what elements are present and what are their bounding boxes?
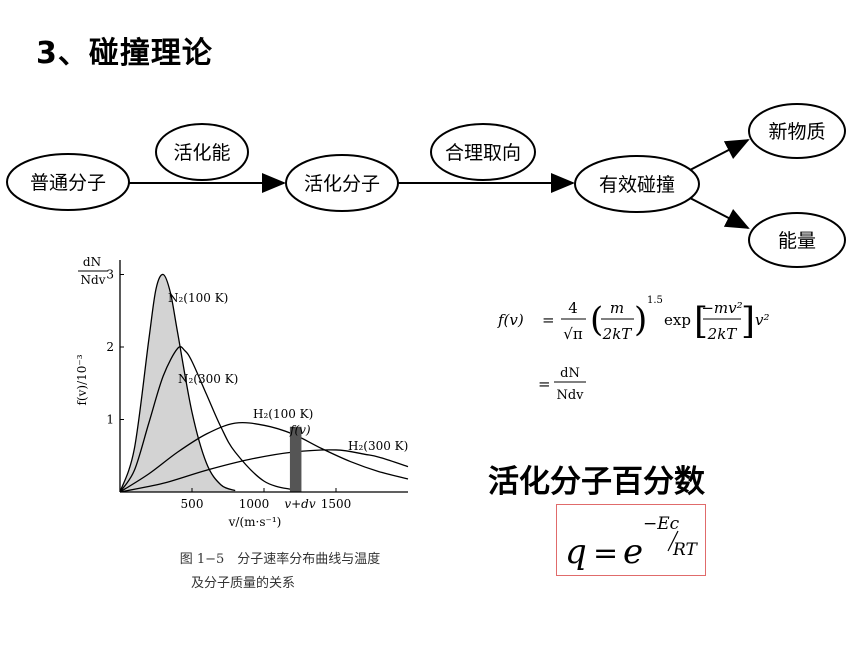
y-axis-label: f(v)/10⁻³ [75, 354, 89, 405]
node-effective-collision [574, 155, 700, 213]
formula-tail: v² [755, 311, 770, 329]
formula-e: e [623, 532, 643, 572]
formula-eq2-den: Ndv [556, 388, 584, 403]
node-new-substance-label: 新物质 [768, 121, 825, 143]
node-activation-energy [155, 123, 249, 181]
formula-bracket-num: −mv² [701, 299, 742, 317]
x-axis-label: v/(m·s⁻¹) [228, 515, 282, 529]
formula-equals: = [542, 311, 555, 329]
v-plus-dv-label: v+dv [284, 497, 316, 511]
section-title: 3、碰撞理论 [36, 36, 213, 71]
y-tick-label-0: 1 [106, 413, 114, 427]
formula-paren-den: 2kT [602, 325, 633, 343]
formula-exponent: 1.5 [647, 295, 663, 306]
formula-exp-num: −Ec [643, 514, 680, 534]
label-fv: f(v) [289, 423, 311, 437]
series-line-2 [119, 421, 409, 493]
formula-lhs: f(v) [497, 311, 524, 329]
bracket-open: [ [694, 301, 708, 342]
velocity-interval-bar [289, 426, 302, 492]
node-effective-label: 有效碰撞 [599, 174, 675, 196]
series-line-1 [119, 346, 293, 493]
x-tick-label-2: 1500 [321, 497, 352, 511]
speed-distribution-chart: dN Ndv f(v)/10⁻³ N₂(100 K) N₂(300 K) H₂(… [75, 255, 409, 591]
label-n2-300k: N₂(300 K) [178, 372, 238, 386]
node-energy-label: 能量 [778, 230, 816, 252]
paren-close: ) [634, 300, 647, 340]
activated-percentage-title: 活化分子百分数 [488, 464, 705, 500]
activated-percentage-formula: q = e −Ec RT [556, 504, 706, 576]
ylabel-frac-den: Ndv [81, 273, 106, 287]
formula-q: q [565, 532, 587, 572]
label-h2-100k: H₂(100 K) [253, 407, 313, 421]
formula-slash [667, 530, 679, 552]
collision-flow-diagram: 普通分子 活化能 活化分子 合理取向 有效碰撞 新物质 能量 [6, 103, 846, 268]
y-tick-label-2: 3 [106, 268, 114, 282]
label-h2-300k: H₂(300 K) [348, 439, 408, 453]
bracket-close: ] [741, 301, 755, 342]
x-tick-label-1: 1000 [239, 497, 270, 511]
arrow-to-energy [689, 197, 750, 229]
node-energy [748, 212, 846, 268]
node-orientation [430, 123, 536, 181]
node-activation-energy-label: 活化能 [173, 142, 230, 164]
arrow-to-new-substance [689, 139, 750, 171]
label-n2-100k: N₂(100 K) [168, 291, 228, 305]
formula-bracket-den: 2kT [707, 325, 738, 343]
series-n2-100k-fill [120, 274, 236, 492]
formula-eq-sign: = [593, 536, 618, 571]
figure-caption-line2: 及分子质量的关系 [191, 575, 295, 591]
x-tick-label-0: 500 [181, 497, 204, 511]
formula-coef-den: √π [563, 325, 583, 343]
node-orientation-label: 合理取向 [445, 142, 521, 164]
formula-paren-num: m [610, 299, 624, 317]
node-activated-label: 活化分子 [304, 173, 380, 195]
formula-eq2-num: dN [560, 366, 580, 381]
formula-exp-den: RT [672, 540, 699, 560]
formula-coef-num: 4 [568, 299, 578, 317]
maxwell-formula: f(v) = 4 √π ( m 2kT ) 1.5 exp [ −mv² 2kT… [497, 295, 770, 403]
paren-open: ( [590, 300, 603, 340]
node-new-substance [748, 103, 846, 159]
formula-exp: exp [664, 311, 691, 329]
percentage-formula-svg: q = e −Ec RT [565, 514, 699, 572]
y-tick-label-1: 2 [106, 340, 114, 354]
figure-caption-line1: 图 1−5 分子速率分布曲线与温度 [180, 551, 381, 567]
node-ordinary-label: 普通分子 [30, 172, 106, 194]
formula-equals-2: = [538, 375, 551, 393]
ylabel-frac-num: dN [83, 255, 101, 269]
